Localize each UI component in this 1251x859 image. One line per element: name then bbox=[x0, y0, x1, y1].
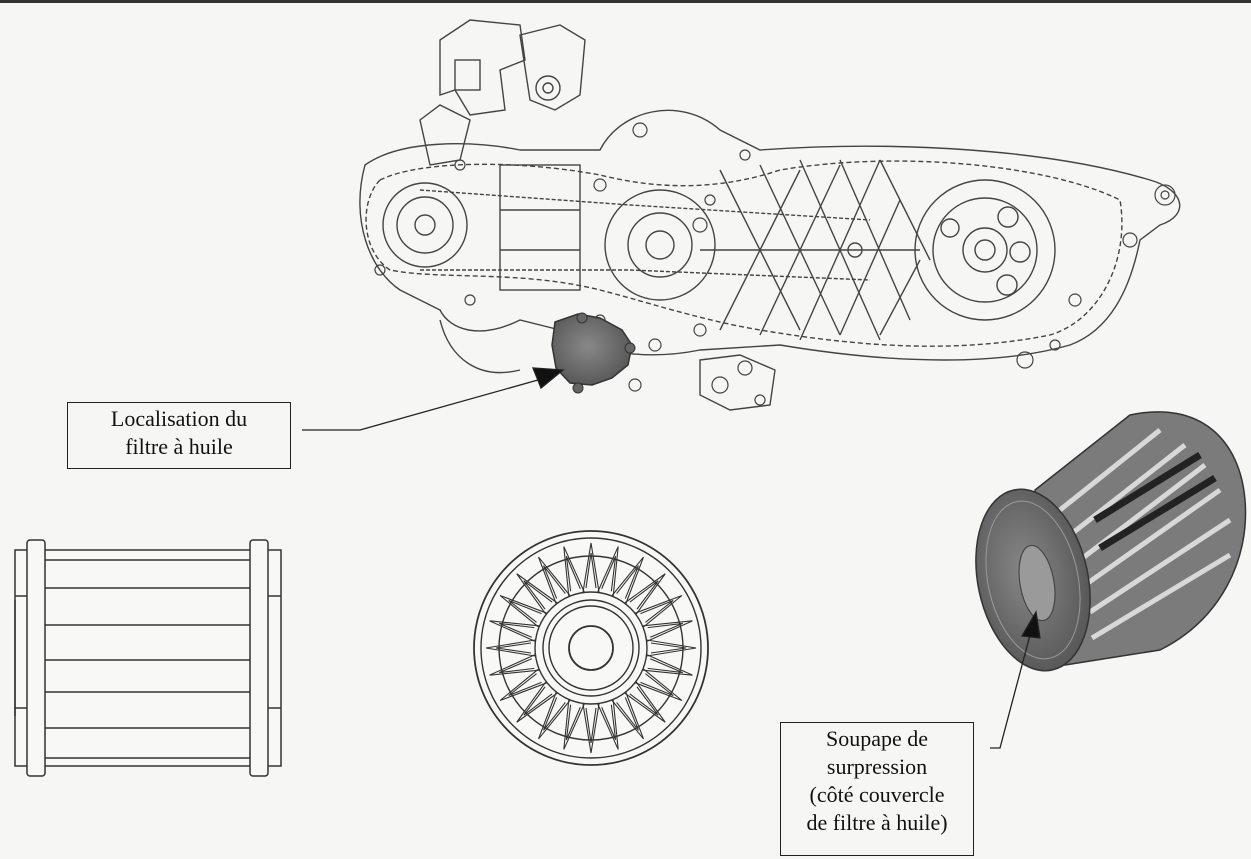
oil-filter-cover-highlight bbox=[551, 312, 636, 394]
relief-valve-label: Soupape de surpression (côté couvercle d… bbox=[780, 722, 974, 856]
relief-valve-label-line-2: surpression bbox=[826, 754, 928, 779]
engine-crankcase-drawing bbox=[359, 19, 1181, 411]
filter-side-view bbox=[14, 539, 282, 777]
relief-valve-label-line-3: (côté couvercle bbox=[809, 782, 945, 807]
filter-location-label-line-1: Localisation du bbox=[110, 406, 248, 431]
filter-location-label-line-2: filtre à huile bbox=[125, 434, 233, 459]
top-border bbox=[0, 0, 1251, 3]
relief-valve-leader bbox=[990, 610, 1041, 749]
relief-valve-label-line-1: Soupape de bbox=[825, 726, 929, 751]
filter-end-view bbox=[473, 530, 709, 766]
filter-3d-render bbox=[975, 411, 1247, 672]
filter-location-label: Localisation du filtre à huile bbox=[67, 402, 291, 469]
relief-valve-label-line-4: de filtre à huile) bbox=[806, 810, 948, 835]
filter-location-leader bbox=[302, 367, 565, 431]
